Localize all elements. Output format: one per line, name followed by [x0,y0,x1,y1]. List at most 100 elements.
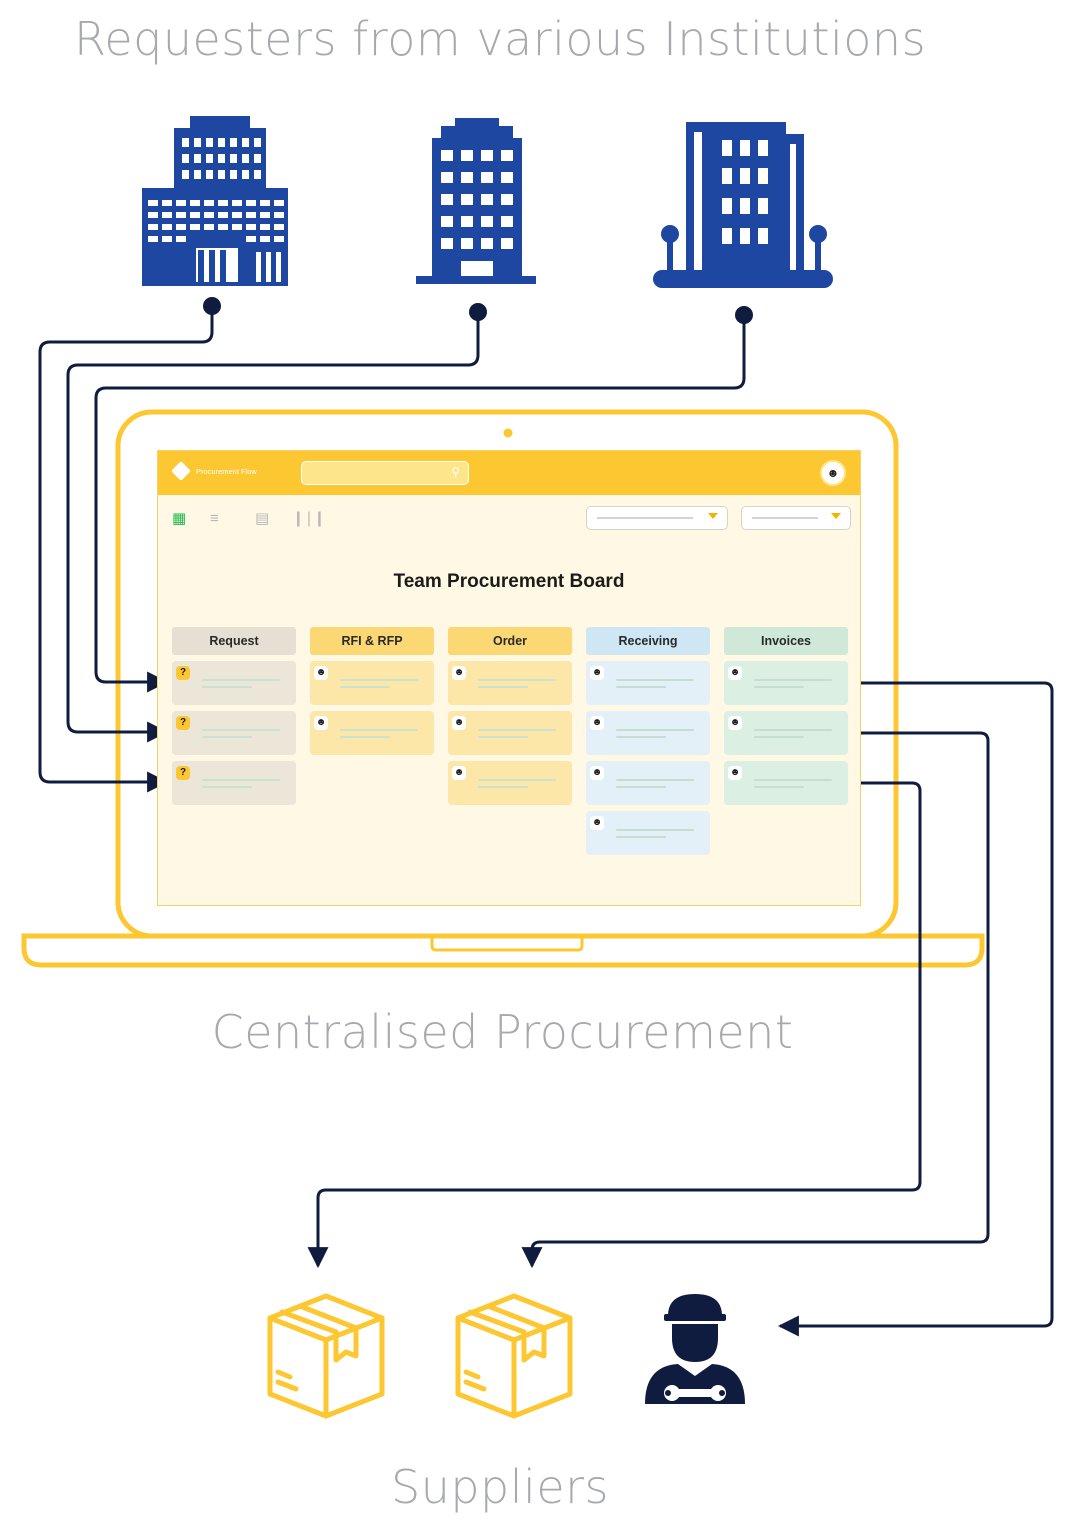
assignee-avatar-icon: ☻ [590,766,604,780]
tower-building-icon [416,118,536,284]
kanban-card[interactable]: ☻ [448,661,572,705]
connector-building-3 [94,315,746,693]
app-header: Procurement Flow ⚲ ☻ [158,451,860,495]
package-box-icon [455,1293,573,1419]
assignee-avatar-icon: ☻ [314,716,328,730]
kanban-card[interactable]: ☻ [310,711,434,755]
kanban-card[interactable]: ? [172,661,296,705]
card-text-placeholder [340,679,418,681]
column-header[interactable]: Receiving [586,627,710,655]
procurement-app-screen: Procurement Flow ⚲ ☻ ▦ ≡ ▤ ❙❘❙ Team Proc… [157,450,861,906]
card-text-placeholder [616,836,666,838]
kanban-card[interactable]: ☻ [448,711,572,755]
card-text-placeholder [202,786,252,788]
card-text-placeholder [202,729,280,731]
assignee-avatar-icon: ☻ [590,816,604,830]
card-text-placeholder [616,736,666,738]
card-text-placeholder [616,686,666,688]
column-header[interactable]: Invoices [724,627,848,655]
brand-logo-icon [171,461,191,481]
card-text-placeholder [202,686,252,688]
brand[interactable]: Procurement Flow [171,461,257,481]
supplier-connectors [307,681,1054,1337]
kanban-card[interactable]: ? [172,711,296,755]
kanban-card[interactable]: ☻ [724,761,848,805]
clipboard-icon[interactable]: ▤ [255,510,270,527]
activity-icon[interactable]: ❙❘❙ [292,510,326,527]
kanban-card[interactable]: ☻ [310,661,434,705]
card-text-placeholder [754,729,832,731]
kanban-card[interactable]: ☻ [586,811,710,855]
requester-connectors [38,306,746,793]
chevron-down-icon [708,513,718,519]
card-text-placeholder [478,729,556,731]
column-header[interactable]: Order [448,627,572,655]
webcam-dot [503,428,513,438]
filter-dropdown-1[interactable] [586,506,728,530]
card-text-placeholder [340,729,418,731]
kanban-card[interactable]: ☻ [724,711,848,755]
card-text-placeholder [616,829,694,831]
connector-node [203,297,221,315]
connector-building-1 [38,306,214,793]
centralised-caption: Centralised Procurement [211,1005,794,1059]
card-text-placeholder [478,686,528,688]
laptop-notch [430,938,584,952]
kanban-card[interactable]: ? [172,761,296,805]
chevron-down-icon [831,513,841,519]
board-title: Team Procurement Board [393,571,625,592]
card-text-placeholder [754,686,804,688]
card-text-placeholder [340,686,390,688]
card-text-placeholder [202,779,280,781]
connector-node [735,306,753,324]
assignee-avatar-icon: ☻ [590,716,604,730]
connector-to-box-2 [521,731,990,1269]
card-text-placeholder [478,736,528,738]
assignee-avatar-icon: ☻ [314,666,328,680]
institution-building-icon [653,122,833,288]
question-mark-icon: ? [176,666,190,680]
connector-to-box-1 [307,781,922,1269]
card-text-placeholder [754,786,804,788]
column-header[interactable]: Request [172,627,296,655]
kanban-card[interactable]: ☻ [586,761,710,805]
card-text-placeholder [616,786,666,788]
question-mark-icon: ? [176,716,190,730]
column-header[interactable]: RFI & RFP [310,627,434,655]
suppliers-caption: Suppliers [391,1460,609,1514]
search-input[interactable]: ⚲ [301,461,469,485]
requesters-caption: Requesters from various Institutions [73,12,927,66]
search-icon: ⚲ [451,465,460,479]
card-text-placeholder [754,736,804,738]
assignee-avatar-icon: ☻ [728,766,742,780]
question-mark-icon: ? [176,766,190,780]
kanban-card[interactable]: ☻ [724,661,848,705]
assignee-avatar-icon: ☻ [590,666,604,680]
connector-node [469,303,487,321]
assignee-avatar-icon: ☻ [728,716,742,730]
assignee-avatar-icon: ☻ [728,666,742,680]
service-technician-icon [645,1294,745,1404]
assignee-avatar-icon: ☻ [452,666,466,680]
card-text-placeholder [202,679,280,681]
card-text-placeholder [616,729,694,731]
filter-dropdown-2[interactable] [741,506,851,530]
kanban-card[interactable]: ☻ [448,761,572,805]
card-text-placeholder [478,786,528,788]
card-text-placeholder [616,679,694,681]
timeline-view-icon[interactable]: ≡ [210,510,219,527]
kanban-card[interactable]: ☻ [586,661,710,705]
assignee-avatar-icon: ☻ [452,766,466,780]
assignee-avatar-icon: ☻ [452,716,466,730]
office-building-icon [142,116,288,286]
board-view-icon[interactable]: ▦ [172,510,187,527]
card-text-placeholder [478,779,556,781]
card-text-placeholder [754,679,832,681]
card-text-placeholder [616,779,694,781]
kanban-card[interactable]: ☻ [586,711,710,755]
user-avatar[interactable]: ☻ [820,460,846,486]
card-text-placeholder [202,736,252,738]
brand-name: Procurement Flow [196,466,257,476]
card-text-placeholder [340,736,390,738]
connector-to-technician [567,681,1054,1337]
